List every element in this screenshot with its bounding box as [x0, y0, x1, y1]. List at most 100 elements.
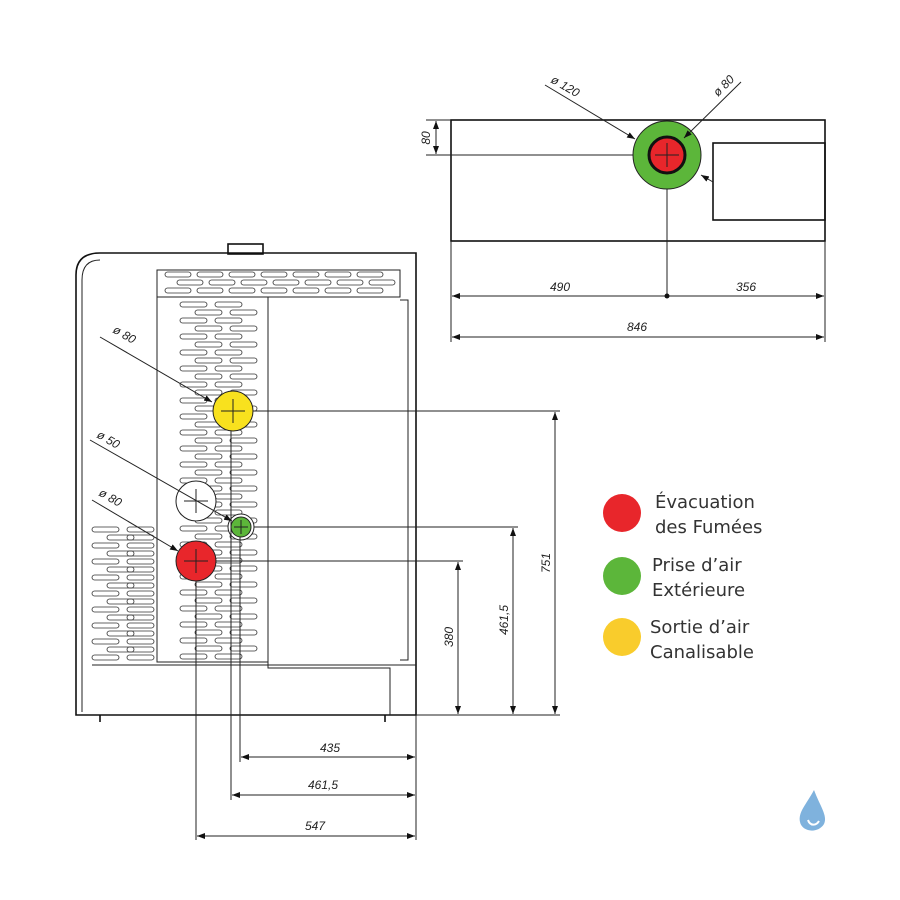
grille-slot	[179, 301, 208, 308]
grille-slot	[126, 534, 155, 541]
grille-slot	[214, 365, 243, 372]
dim-490: 490	[550, 280, 570, 294]
dim-846: 846	[627, 320, 647, 334]
grille-slot	[229, 613, 258, 620]
label-diameter-80-upper: ø 80	[111, 322, 139, 346]
grille-slot	[272, 279, 300, 286]
top-view: 80 ø 120 ø 80 490 356 846	[419, 72, 826, 342]
grille-slot	[194, 309, 223, 316]
grille-slot	[214, 589, 243, 596]
grille-slot	[194, 453, 223, 460]
legend-air-outlet-line1: Sortie d’air	[650, 617, 750, 638]
grille-slot	[214, 349, 243, 356]
legend-fumes-line1: Évacuation	[655, 491, 755, 513]
grille-slot	[229, 341, 258, 348]
grille-slot	[356, 287, 384, 294]
grille-slot	[194, 325, 223, 332]
grille-slot	[126, 590, 155, 597]
grille-slot	[214, 653, 243, 660]
grille-slot	[324, 271, 352, 278]
grille-slot	[228, 271, 256, 278]
grille-slot	[214, 317, 243, 324]
grille-slot	[214, 573, 243, 580]
grille-slot	[176, 279, 204, 286]
grille-slot	[229, 549, 258, 556]
grille-slot	[179, 397, 208, 404]
grille-slot	[214, 301, 243, 308]
grille-slot	[91, 558, 120, 565]
grille-slot	[356, 271, 384, 278]
grille-slot	[179, 621, 208, 628]
grille-slot	[194, 645, 223, 652]
grille-slot	[126, 598, 155, 605]
grille-slot	[126, 646, 155, 653]
grille-slot	[194, 357, 223, 364]
grille-slot	[91, 574, 120, 581]
grille-slot	[179, 445, 208, 452]
grille-slot	[229, 597, 258, 604]
legend: Évacuation des Fumées Prise d’air Extéri…	[603, 491, 762, 663]
grille-slot	[126, 550, 155, 557]
grille-slot	[91, 622, 120, 629]
grille-slot	[126, 526, 155, 533]
grille-slot	[194, 597, 223, 604]
legend-air-intake-line1: Prise d’air	[652, 555, 742, 576]
grille-slot	[229, 373, 258, 380]
grille-slot	[194, 581, 223, 588]
grille-slot	[126, 582, 155, 589]
grille-slot	[229, 501, 258, 508]
grille-slot	[126, 606, 155, 613]
grille-slot	[126, 566, 155, 573]
dim-461-5-horizontal: 461,5	[308, 778, 338, 792]
grille-slot	[196, 287, 224, 294]
grille-slot	[240, 279, 268, 286]
grille-slot	[106, 614, 135, 621]
grille-slot	[106, 598, 135, 605]
grille-slot	[106, 630, 135, 637]
grille-slot	[91, 526, 120, 533]
grille-slot	[91, 606, 120, 613]
grille-slot	[229, 565, 258, 572]
grille-slot	[194, 629, 223, 636]
grille-slot	[324, 287, 352, 294]
grille-slot	[91, 590, 120, 597]
grille-slot	[229, 581, 258, 588]
grille-slot	[196, 271, 224, 278]
grille-slot	[229, 645, 258, 652]
legend-air-intake-line2: Extérieure	[652, 580, 745, 601]
grille-slot	[179, 333, 208, 340]
label-diameter-80-lower: ø 80	[97, 485, 125, 509]
grille-slot	[229, 437, 258, 444]
grille-slot	[214, 461, 243, 468]
grille-slot	[179, 429, 208, 436]
grille-slot	[179, 413, 208, 420]
grille-slot	[164, 287, 192, 294]
grille-slot	[214, 445, 243, 452]
grille-slot	[126, 574, 155, 581]
grille-slot	[229, 309, 258, 316]
dim-depth-80: 80	[419, 131, 433, 145]
grille-slot	[208, 279, 236, 286]
grille-slot	[229, 629, 258, 636]
grille-slot	[214, 621, 243, 628]
droplet-logo-icon	[799, 790, 826, 831]
grille-slot	[106, 582, 135, 589]
grille-slot	[194, 341, 223, 348]
grille-slot	[229, 469, 258, 476]
grille-slot	[214, 493, 243, 500]
grille-slot	[91, 638, 120, 645]
grille-slot	[179, 349, 208, 356]
grille-slot	[126, 558, 155, 565]
grille-slot	[179, 637, 208, 644]
grille-slot	[106, 550, 135, 557]
grille-slot	[91, 542, 120, 549]
label-diameter-50: ø 50	[95, 427, 123, 451]
grille-slot	[126, 630, 155, 637]
grille-slot	[179, 461, 208, 468]
grille-slot	[336, 279, 364, 286]
grille-slot	[126, 614, 155, 621]
label-diameter-120: ø 120	[549, 72, 583, 100]
grille-slot	[106, 534, 135, 541]
grille-slot	[292, 271, 320, 278]
